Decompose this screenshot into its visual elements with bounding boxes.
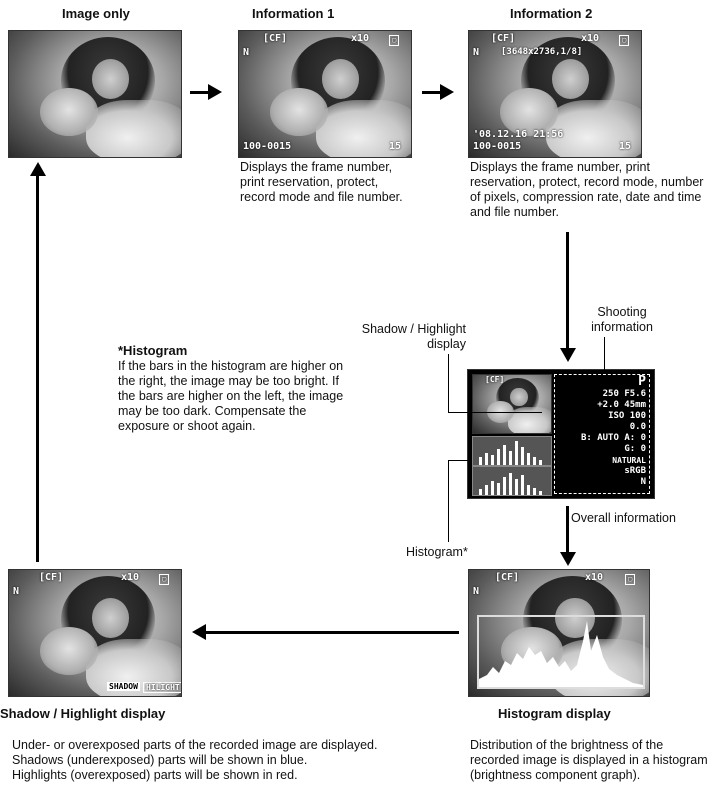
histogram-note-title: *Histogram <box>118 343 188 358</box>
arrow-right-icon <box>440 84 454 100</box>
arrow-down-icon <box>560 348 576 362</box>
card-indicator: [CF] <box>491 33 516 44</box>
arrow-line <box>190 91 210 94</box>
arrow-left-icon <box>192 624 206 640</box>
protect-print-indicator: x10 <box>121 572 140 583</box>
record-mode: N <box>640 477 646 487</box>
title-shadow-highlight: Shadow / Highlight display <box>0 706 166 721</box>
picture-mode: NATURAL <box>612 456 646 465</box>
description-line: Under- or overexposed parts of the recor… <box>12 738 378 752</box>
record-mode-indicator: N <box>243 47 250 58</box>
leader-line <box>448 460 449 542</box>
histogram-overlay <box>477 615 645 689</box>
date-time: '08.12.16 21:56 <box>473 129 564 140</box>
title-image-only: Image only <box>62 6 130 21</box>
title-information-1: Information 1 <box>252 6 335 21</box>
frame-number: 15 <box>619 141 632 152</box>
protect-icon: ▢ <box>625 574 636 585</box>
description-information-1: Displays the frame number, print reserva… <box>240 160 403 204</box>
leader-line <box>448 412 542 413</box>
arrow-down-icon <box>560 552 576 566</box>
description-line: Highlights (overexposed) parts will be s… <box>12 768 298 782</box>
screen-overall-information: [CF] P 250 F5.6 +2.0 45mm ISO 100 0.0 B:… <box>467 369 655 499</box>
card-indicator: [CF] <box>39 572 64 583</box>
hilight-tag: HILIGHT <box>143 682 181 693</box>
description-histogram-display: Distribution of the brightness of the re… <box>470 738 708 782</box>
screen-histogram-display: [CF] x10 ▢ N <box>468 569 650 697</box>
histogram-chart <box>472 466 552 496</box>
label-shadow-highlight-display: Shadow / Highlight display <box>361 322 466 351</box>
protect-icon: ▢ <box>159 574 170 585</box>
iso-value: ISO 100 <box>608 411 646 421</box>
shooting-info-panel: P 250 F5.6 +2.0 45mm ISO 100 0.0 B: AUTO… <box>554 374 650 494</box>
shutter-aperture: 250 F5.6 <box>602 389 646 399</box>
title-histogram-display: Histogram display <box>498 706 611 721</box>
leader-line <box>448 460 472 461</box>
screen-information-2: [CF] x10 ▢ N [3648x2736,1/8] '08.12.16 2… <box>468 30 642 158</box>
arrow-line <box>422 91 442 94</box>
histogram-chart <box>472 436 552 466</box>
record-mode-indicator: N <box>13 586 20 597</box>
label-overall-information: Overall information <box>571 511 676 525</box>
arrow-line <box>36 174 39 562</box>
protect-icon: ▢ <box>389 35 400 46</box>
leader-line <box>448 354 449 412</box>
arrow-up-icon <box>30 162 46 176</box>
arrow-line <box>566 506 569 554</box>
leader-line <box>604 337 605 373</box>
arrow-line <box>205 631 459 634</box>
shadow-tag: SHADOW <box>107 682 140 691</box>
histogram-graph <box>479 621 643 687</box>
protect-print-indicator: x10 <box>351 33 370 44</box>
record-mode-indicator: N <box>473 47 480 58</box>
file-number: 100-0015 <box>243 141 292 152</box>
screen-information-1: [CF] x10 ▢ N 100-0015 15 <box>238 30 412 158</box>
card-indicator: [CF] <box>485 375 505 384</box>
title-information-2: Information 2 <box>510 6 593 21</box>
compensation-focal: +2.0 45mm <box>597 400 646 410</box>
arrow-line <box>566 232 569 350</box>
screen-shadow-highlight: [CF] x10 ▢ N SHADOW HILIGHT <box>8 569 182 697</box>
description-line: Shadows (underexposed) parts will be sho… <box>12 753 308 767</box>
color-space: sRGB <box>624 466 646 476</box>
histogram-note-body: If the bars in the histogram are higher … <box>118 359 344 433</box>
pixels-compression: [3648x2736,1/8] <box>501 47 583 57</box>
card-indicator: [CF] <box>263 33 288 44</box>
wb-green: G: 0 <box>624 444 646 454</box>
exposure-mode: P <box>638 374 646 389</box>
protect-print-indicator: x10 <box>585 572 604 583</box>
description-information-2: Displays the frame number, print reserva… <box>470 160 704 219</box>
protect-print-indicator: x10 <box>581 33 600 44</box>
flash-compensation: 0.0 <box>629 422 646 432</box>
card-indicator: [CF] <box>495 572 520 583</box>
white-balance: B: AUTO A: 0 <box>580 433 646 443</box>
overall-thumbnail: [CF] <box>472 374 552 434</box>
arrow-right-icon <box>208 84 222 100</box>
protect-icon: ▢ <box>619 35 630 46</box>
screen-image-only <box>8 30 182 158</box>
label-shooting-information: Shooting information <box>591 305 653 334</box>
frame-number: 15 <box>389 141 402 152</box>
file-number: 100-0015 <box>473 141 522 152</box>
description-shadow-highlight: Under- or overexposed parts of the recor… <box>12 738 452 783</box>
record-mode-indicator: N <box>473 586 480 597</box>
label-histogram: Histogram* <box>406 545 468 559</box>
